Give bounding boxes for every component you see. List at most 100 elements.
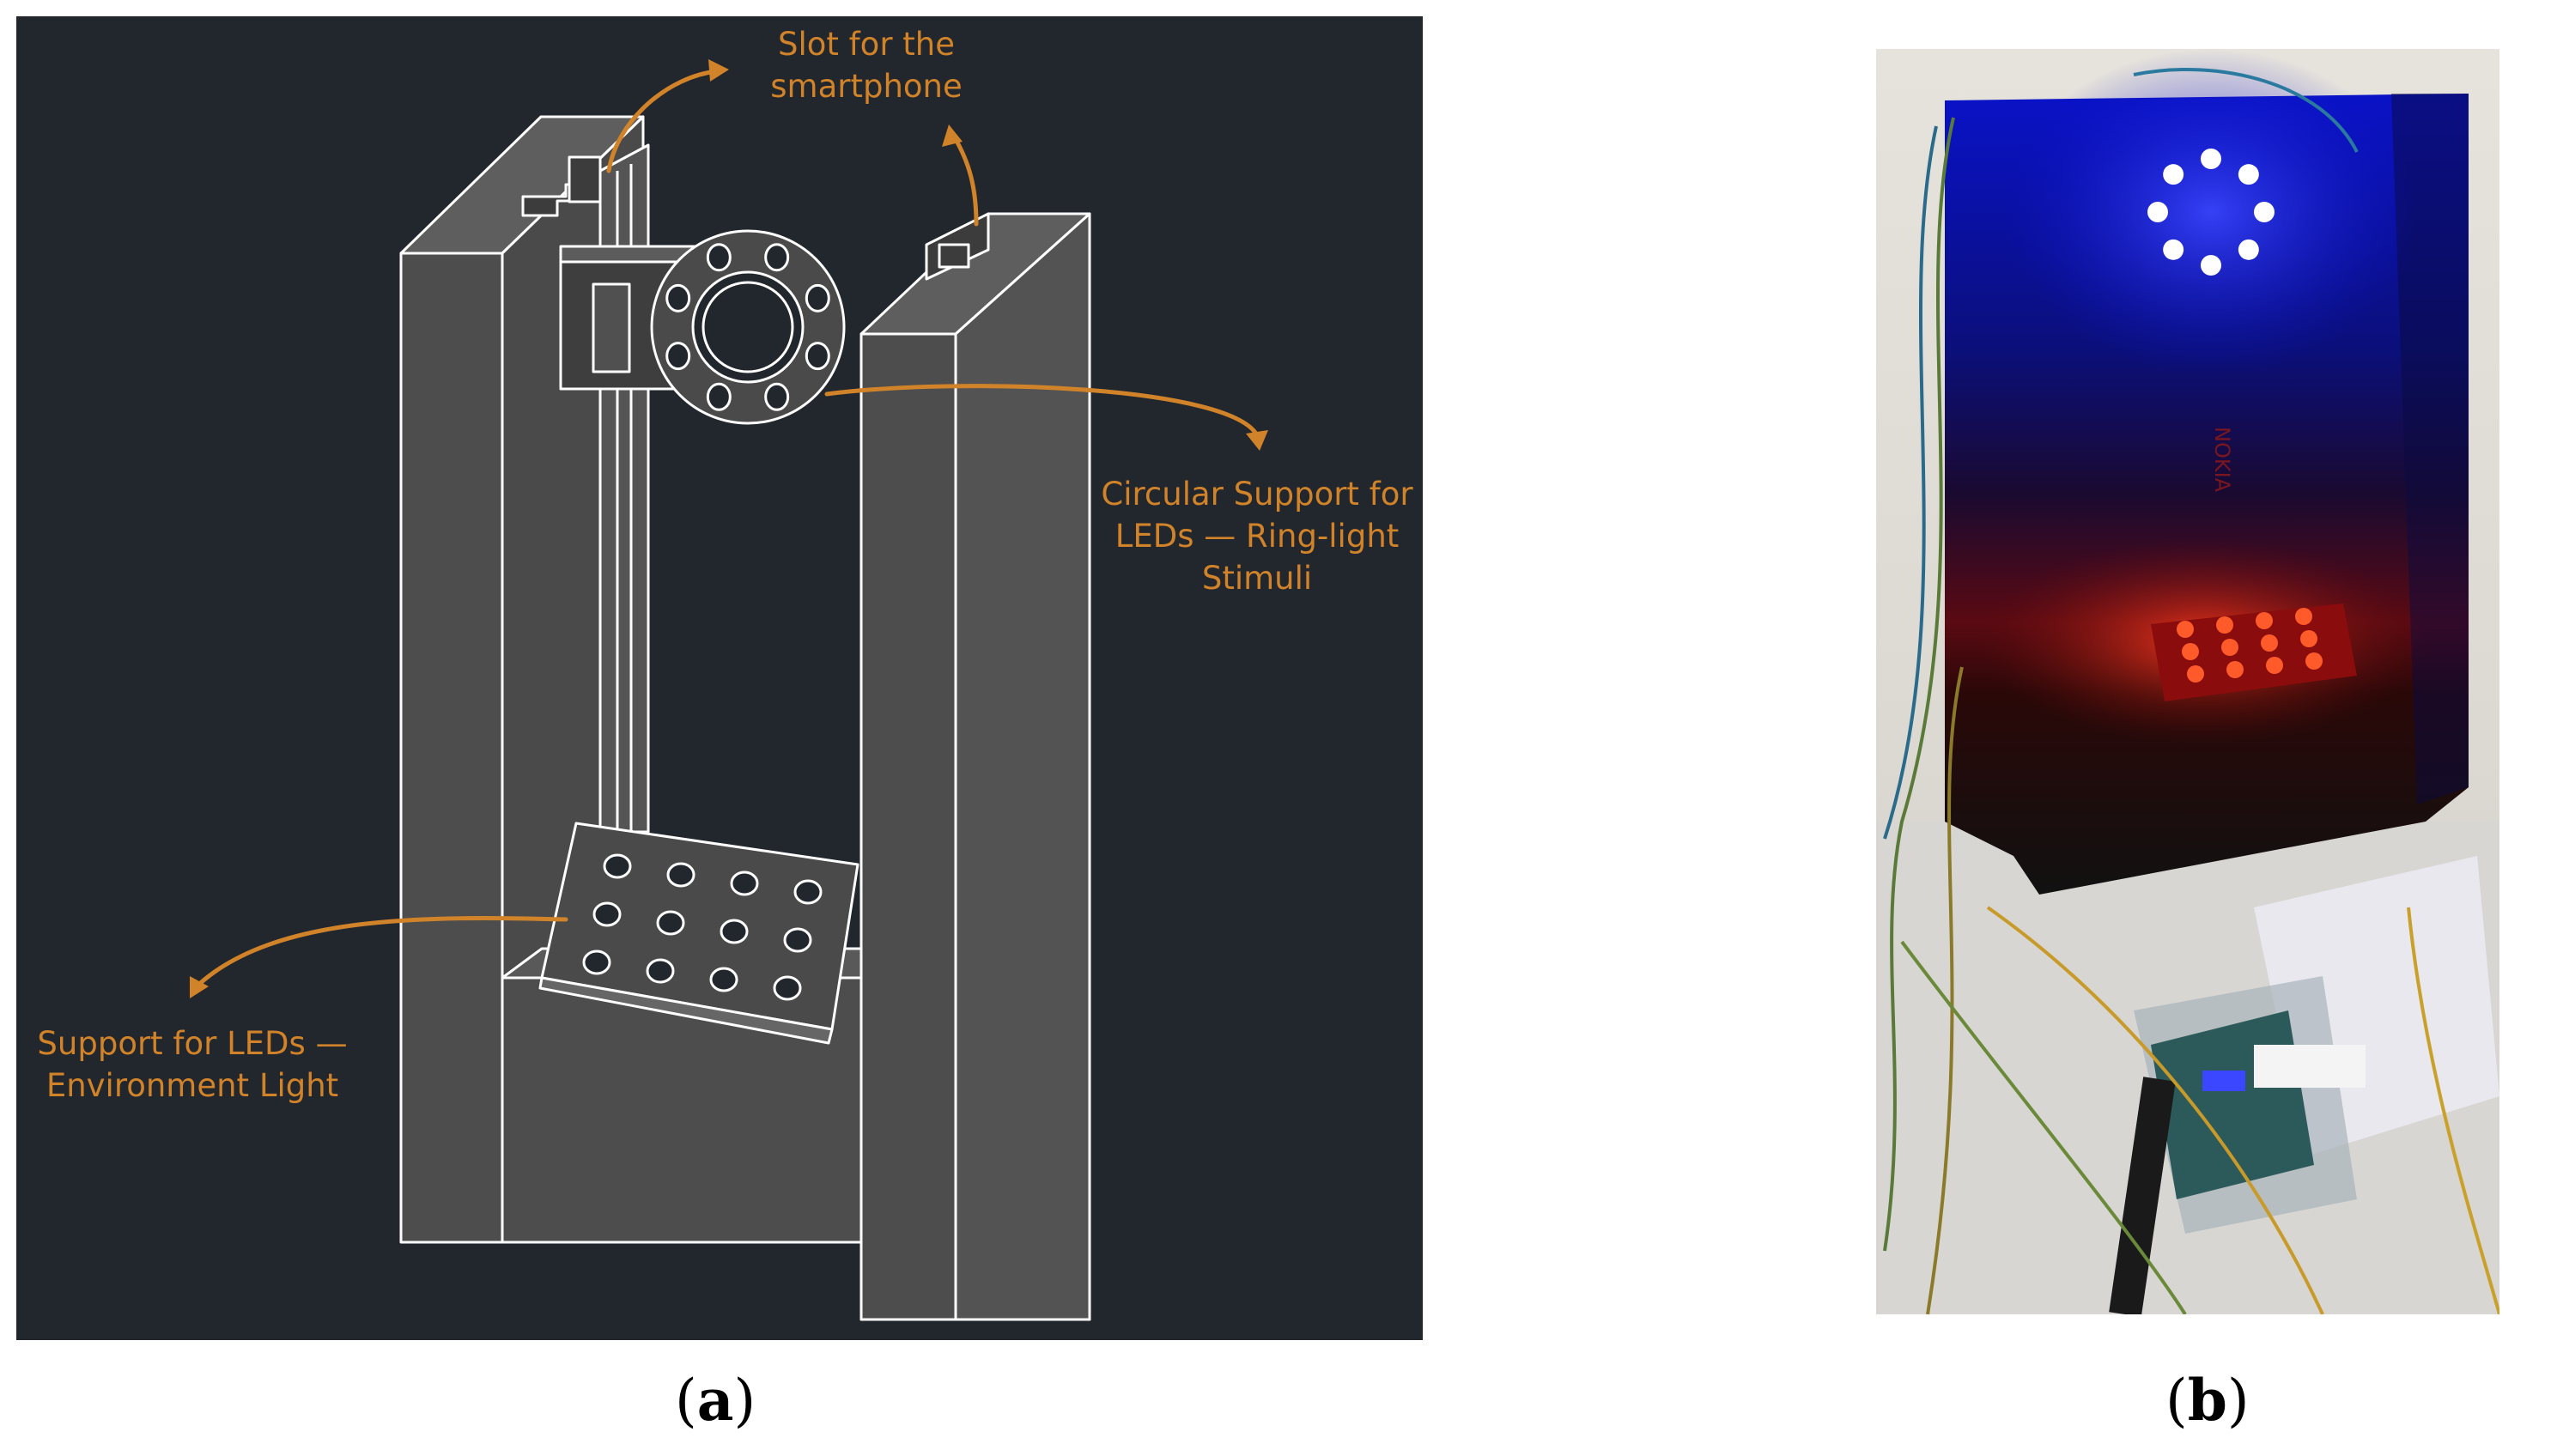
env-led-hole <box>582 949 611 975</box>
environment-led <box>2177 621 2194 638</box>
environment-led <box>2182 643 2199 660</box>
arrow-circular-support <box>824 384 1260 440</box>
environment-led <box>2266 657 2283 674</box>
left-pillar-front <box>399 252 504 1244</box>
environment-led <box>2261 634 2278 652</box>
environment-led <box>2226 661 2244 678</box>
slot-annotation: Slot for the smartphone <box>738 23 995 107</box>
caption-a-letter: a <box>696 1367 734 1434</box>
env-led-hole <box>720 919 749 944</box>
slot-annotation-line-1: Slot for the <box>777 26 956 63</box>
ring-led-holes <box>665 243 830 411</box>
box-brand-label: NOKIA <box>2210 427 2234 493</box>
ring-center-hole <box>691 270 805 384</box>
environment-led <box>2187 665 2204 682</box>
env-led-plate-edge <box>538 976 834 1045</box>
arrowhead-circular <box>1246 430 1268 451</box>
connector-block <box>2254 1045 2366 1088</box>
wire-6 <box>2133 68 2359 153</box>
usb-cable <box>2109 1077 2176 1314</box>
ring-led-hole <box>764 382 790 411</box>
arrow-slot-left <box>606 69 720 173</box>
env-led-hole <box>646 958 675 984</box>
arrowhead-slot <box>708 59 729 82</box>
annotation-arrowheads <box>190 59 1268 998</box>
ring-led-hole <box>805 283 830 312</box>
right-pillar-face <box>859 332 957 1321</box>
circular-support-annotation: Circular Support for LEDs — Ring-light S… <box>1098 473 1416 599</box>
ring-light-led <box>2163 164 2184 185</box>
ring-led-hole <box>805 342 830 371</box>
ring-light-leds <box>2147 149 2275 276</box>
device-photo: NOKIA <box>1876 49 2499 1314</box>
env-led-hole <box>773 975 802 1001</box>
ring-led-hole <box>665 283 691 312</box>
env-led-hole <box>666 862 695 888</box>
circular-annotation-line-2: LEDs — Ring-light <box>1115 518 1400 555</box>
environment-led <box>2295 608 2312 625</box>
caption-b: (b) <box>2165 1367 2250 1434</box>
env-led-hole <box>592 901 622 927</box>
arrow-slot-right <box>951 134 979 227</box>
arrowhead-slot-right <box>942 124 963 147</box>
environment-led <box>2300 630 2317 647</box>
slot-annotation-line-2: smartphone <box>770 68 963 105</box>
wire-7 <box>2407 907 2499 1314</box>
caption-b-letter: b <box>2187 1367 2227 1434</box>
env-led-hole <box>793 879 823 905</box>
ring-led-hole <box>665 342 691 371</box>
ring-led-hole <box>706 243 732 272</box>
ring-light-led <box>2238 164 2259 185</box>
env-led-hole <box>656 910 685 936</box>
env-led-hole <box>709 967 738 992</box>
caption-b-open: ( <box>2165 1368 2188 1434</box>
ring-light-led <box>2201 149 2221 169</box>
ring-light-led <box>2254 202 2275 222</box>
environment-led <box>2305 652 2323 670</box>
cross-bar-window <box>592 282 631 373</box>
env-annotation-line-1: Support for LEDs — <box>37 1025 348 1062</box>
blue-glow <box>2005 49 2417 375</box>
annotation-arrows <box>194 69 1260 989</box>
device-photo-panel: NOKIA <box>1876 49 2499 1314</box>
env-led-holes <box>582 853 823 1001</box>
caption-a: (a) <box>675 1367 756 1434</box>
stand-model <box>399 115 1091 1321</box>
ring-led-hole <box>706 382 732 411</box>
env-led-hole <box>783 927 812 953</box>
ring-light-led <box>2163 239 2184 260</box>
circular-annotation-line-1: Circular Support for <box>1101 476 1413 513</box>
caption-a-open: ( <box>675 1368 697 1434</box>
arrowhead-env <box>190 976 209 998</box>
ring-light-led <box>2147 202 2168 222</box>
slot-notch-right <box>938 243 970 269</box>
ring-inner-rim <box>702 281 794 373</box>
env-led-hole <box>603 853 632 879</box>
environment-leds <box>2177 608 2323 682</box>
wire-2 <box>1883 125 1938 840</box>
wire-5 <box>1900 940 2187 1314</box>
cad-drawing-panel: Slot for the smartphone Circular Support… <box>16 16 1423 1340</box>
ring-light-led <box>2201 255 2221 276</box>
env-annotation-line-2: Environment Light <box>46 1067 339 1104</box>
env-support-annotation: Support for LEDs — Environment Light <box>33 1022 351 1107</box>
environment-led <box>2221 639 2238 656</box>
caption-a-close: ) <box>733 1368 756 1434</box>
slot-notch-left <box>568 155 602 203</box>
circular-annotation-line-3: Stimuli <box>1201 560 1313 597</box>
photo-wires <box>1883 68 2499 1314</box>
wire-3 <box>1926 666 1964 1314</box>
arrow-env-support <box>194 916 568 989</box>
env-led-hole <box>730 871 759 896</box>
right-pillar-side <box>954 212 1091 1321</box>
ring-light-led <box>2238 239 2259 260</box>
environment-led <box>2216 616 2233 634</box>
environment-led <box>2256 612 2273 629</box>
blue-indicator <box>2202 1071 2245 1091</box>
wire-1 <box>1883 117 1955 1252</box>
caption-b-close: ) <box>2226 1368 2250 1434</box>
microcontroller-board <box>2151 1010 2314 1199</box>
ring-led-hole <box>764 243 790 272</box>
wire-4 <box>1986 906 2324 1314</box>
cad-drawing <box>16 16 1423 1340</box>
